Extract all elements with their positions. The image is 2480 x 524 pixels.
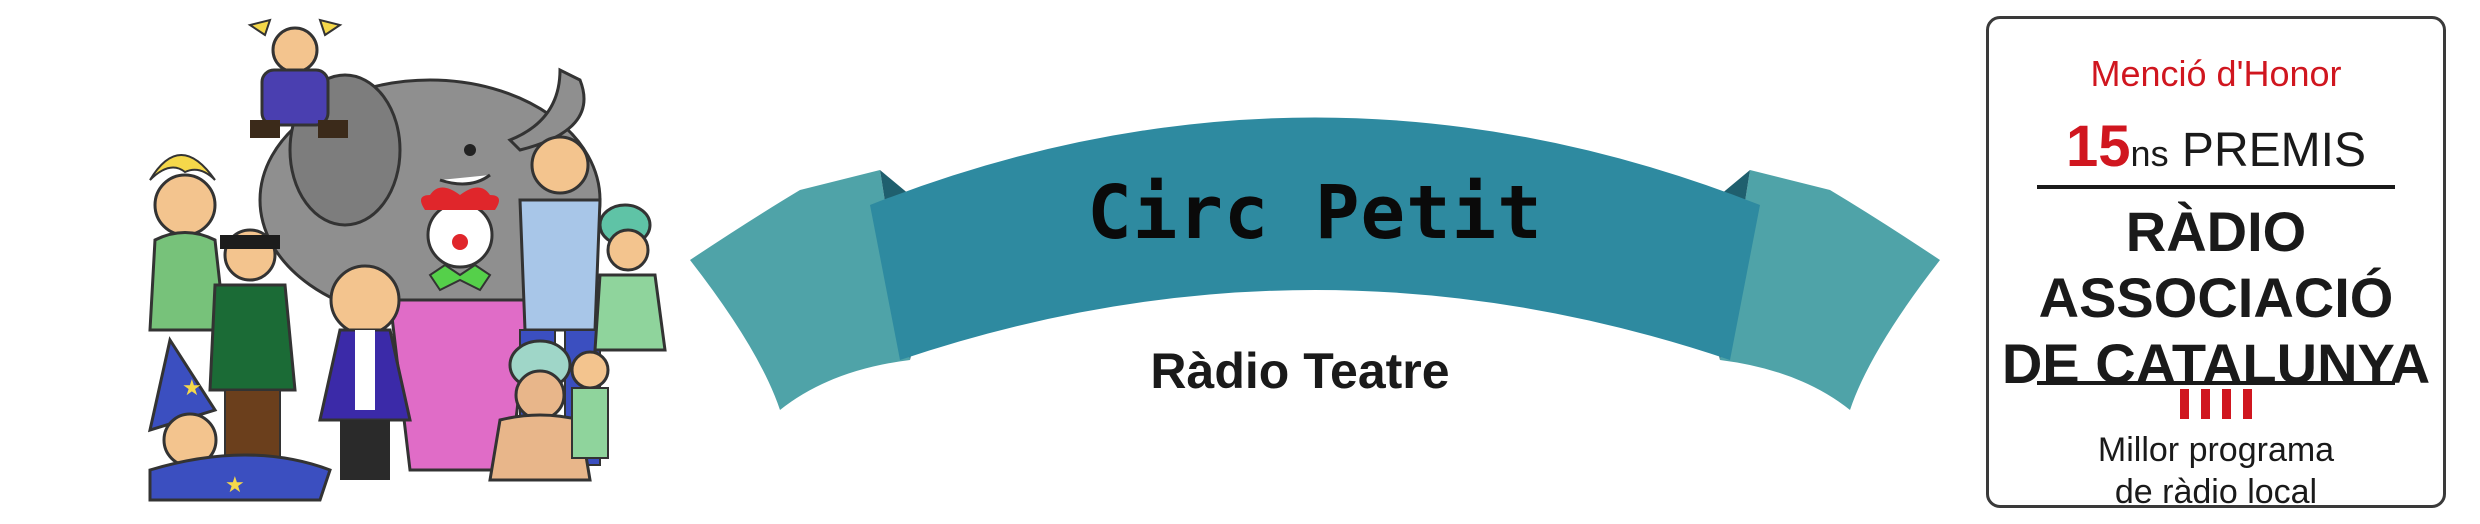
award-association: RÀDIO ASSOCIACIÓ DE CATALUNYA [1989,199,2443,397]
banner-title: Circ Petit [1087,170,1543,256]
award-edition-number: 15 [2066,114,2131,179]
award-edition-word: PREMIS [2181,124,2366,177]
award-divider-top [2037,185,2395,189]
girl-figure-top [247,18,348,138]
fakir-figure [488,339,592,482]
award-association-line1: RÀDIO [2125,200,2307,263]
svg-text:★: ★ [182,376,202,401]
reclining-wizard-figure: ★ ★ [147,336,332,502]
ribbon-shape [690,117,1940,410]
award-category: Millor programa de ràdio local [1989,429,2443,513]
banner-subtitle: Ràdio Teatre [1150,343,1450,399]
svg-text:★: ★ [225,473,245,498]
woman-figure-left [148,154,227,332]
circus-characters-illustration: ★ ★ [0,0,780,520]
award-category-line2: de ràdio local [2114,473,2318,511]
award-divider-bottom [2037,381,2395,385]
award-edition-suffix: ns [2130,133,2169,174]
award-badge: Menció d'Honor 15ns PREMIS RÀDIO ASSOCIA… [1986,16,2446,511]
award-association-line2: ASSOCIACIÓ [2038,266,2394,329]
award-edition: 15ns PREMIS [1989,113,2443,180]
award-category-line1: Millor programa [2097,431,2335,469]
ringmaster-figure [318,264,412,480]
award-association-line3: DE CATALUNYA [2001,332,2431,395]
turbaned-man-figure [593,203,667,352]
award-red-bars [1989,389,2443,424]
child-figure [570,350,610,459]
magician-figure [208,228,297,461]
clown-figure [388,187,532,472]
ribbon-banner: Circ Petit [690,110,1940,410]
award-mention-text: Menció d'Honor [2090,53,2342,94]
